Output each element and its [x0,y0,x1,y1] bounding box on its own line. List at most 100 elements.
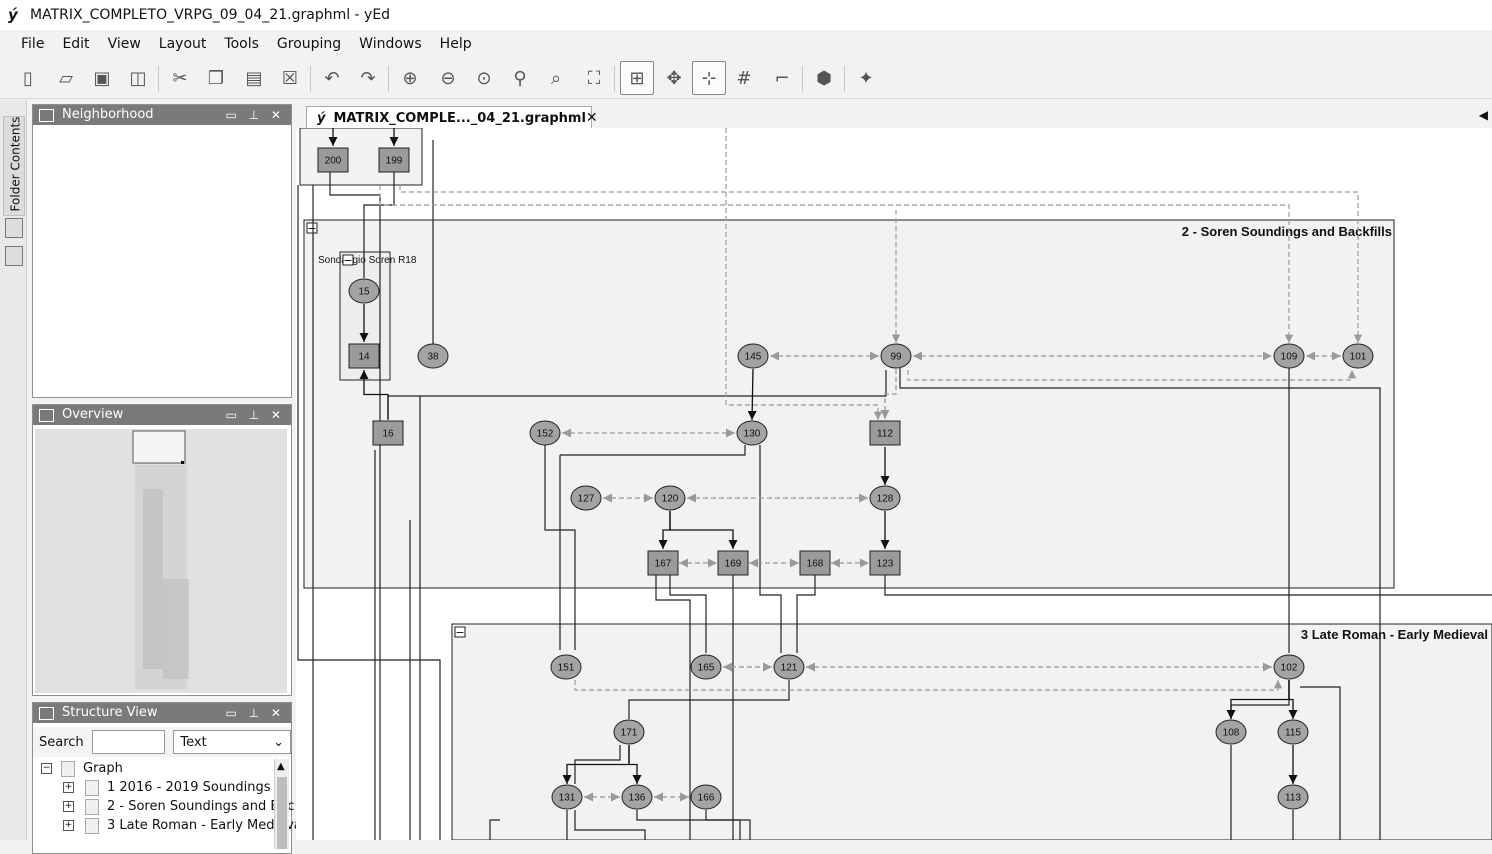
undo-icon[interactable]: ↶ [324,67,340,89]
edge-route[interactable] [363,172,395,278]
grid-icon[interactable]: # [736,67,752,89]
edge-171-136[interactable] [628,745,642,784]
group-collapse-icon[interactable] [454,626,466,638]
node-121[interactable]: 121 [773,654,805,680]
node-14[interactable]: 14 [348,343,380,369]
node-108[interactable]: 108 [1215,719,1247,745]
group-box[interactable] [303,219,1395,589]
node-169[interactable]: 169 [717,550,749,576]
cut-icon[interactable]: ✂ [172,67,188,89]
expand-toggle-icon[interactable]: + [63,801,74,812]
edge-route[interactable] [297,185,441,840]
group-box[interactable] [451,623,1492,840]
menu-grouping[interactable]: Grouping [276,36,342,52]
edge-route[interactable] [574,745,621,784]
properties-dock-icon[interactable] [5,246,23,266]
group-collapse-icon[interactable] [306,222,318,234]
edge-99-112[interactable] [880,369,897,419]
node-128[interactable]: 128 [869,485,901,511]
group-collapse-icon[interactable] [342,254,354,266]
node-115[interactable]: 115 [1277,719,1309,745]
edge-route[interactable] [1300,686,1341,840]
panel-controls[interactable]: ▭ ⊥ ✕ [225,408,285,422]
node-127[interactable]: 127 [570,485,602,511]
new-document-icon[interactable]: ▯ [23,67,33,89]
node-199[interactable]: 199 [378,147,410,173]
overview-minimap[interactable] [35,429,287,693]
graph-drawing[interactable]: 2 - Soren Soundings and Backfills−Sondag… [296,128,1492,840]
menu-view[interactable]: View [107,36,141,52]
node-152[interactable]: 152 [529,420,561,446]
edge-145-130[interactable] [747,368,757,421]
zoom-in-icon[interactable]: ⊕ [402,67,418,89]
edge-102-108[interactable] [1226,680,1290,719]
zoom-out-icon[interactable]: ⊖ [440,67,456,89]
edge-16-14[interactable] [359,370,389,419]
close-icon[interactable]: ✕ [585,110,598,126]
save-icon[interactable]: ▣ [93,67,111,89]
node-99[interactable]: 99 [880,343,912,369]
tree-item-group[interactable]: + 1 2016 - 2019 Soundings [33,778,273,797]
node-15[interactable]: 15 [348,278,380,304]
expand-toggle-icon[interactable]: + [63,782,74,793]
node-145[interactable]: 145 [737,343,769,369]
edge-route-dashed[interactable] [725,128,883,420]
edit-mode-icon[interactable]: ⊞ [620,61,654,95]
menu-edit[interactable]: Edit [62,36,90,52]
node-171[interactable]: 171 [613,719,645,745]
copy-icon[interactable]: ❐ [207,67,225,89]
search-input[interactable] [91,730,166,754]
edge-route[interactable] [574,810,646,840]
menu-layout[interactable]: Layout [158,36,207,52]
graph-canvas[interactable]: 2 - Soren Soundings and Backfills−Sondag… [296,128,1492,840]
menu-help[interactable]: Help [439,36,472,52]
edge-route[interactable] [669,575,707,653]
plugin-icon[interactable]: ⬢ [816,67,832,89]
orthogonal-edges-icon[interactable]: ⌐ [774,67,790,89]
node-131[interactable]: 131 [551,784,583,810]
export-icon[interactable]: ◫ [129,67,147,89]
tree-item-group[interactable]: + 3 Late Roman - Early Medieva [33,816,302,835]
folder-contents-tab[interactable]: Folder Contents [3,116,25,216]
fit-content-icon[interactable]: ⛶ [587,67,601,89]
node-102[interactable]: 102 [1273,654,1305,680]
edge-route[interactable] [796,575,816,653]
edge-route[interactable] [655,575,691,840]
redo-icon[interactable]: ↷ [360,67,376,89]
tools-wand-icon[interactable]: ✦ [858,67,874,89]
zoom-area-icon[interactable]: ⚲ [513,67,527,89]
menu-windows[interactable]: Windows [359,36,422,52]
edge-route-dashed[interactable] [907,370,1357,381]
node-16[interactable]: 16 [372,420,404,446]
scrollbar-thumb[interactable] [277,777,287,849]
tab-list-arrow-icon[interactable]: ◀ [1478,108,1488,122]
node-112[interactable]: 112 [869,420,901,446]
node-136[interactable]: 136 [621,784,653,810]
edge-route[interactable] [489,819,500,840]
tree-item-group[interactable]: + 2 - Soren Soundings and Bac [33,797,294,816]
edge-route-dashed[interactable] [379,185,1294,343]
navigation-mode-icon[interactable]: ✥ [666,67,682,89]
edge-route-dashed[interactable] [574,680,1283,691]
open-folder-icon[interactable]: ▱ [59,67,73,89]
node-123[interactable]: 123 [869,550,901,576]
node-120[interactable]: 120 [654,485,686,511]
node-130[interactable]: 130 [736,420,768,446]
edge-route-dashed[interactable] [399,185,1363,343]
scroll-up-icon[interactable]: ▲ [277,761,285,772]
node-109[interactable]: 109 [1273,343,1305,369]
delete-icon[interactable]: ☒ [281,67,299,89]
paste-icon[interactable]: ▤ [245,67,263,89]
menu-tools[interactable]: Tools [224,36,259,52]
node-165[interactable]: 165 [690,654,722,680]
node-200[interactable]: 200 [317,147,349,173]
group-box[interactable] [339,251,391,381]
edge-route[interactable] [759,445,782,653]
expand-toggle-icon[interactable]: + [63,820,74,831]
node-151[interactable]: 151 [550,654,582,680]
menu-file[interactable]: File [21,36,45,52]
node-38[interactable]: 38 [417,343,449,369]
tree-item-graph[interactable]: − Graph [33,759,273,778]
edge-route[interactable] [899,368,1381,840]
edge-route[interactable] [544,445,576,650]
